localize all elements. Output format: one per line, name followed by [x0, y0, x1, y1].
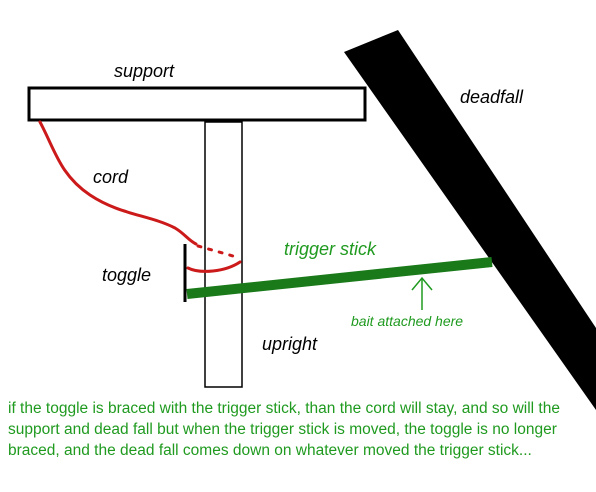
- trigger-stick: [186, 257, 493, 299]
- label-cord: cord: [93, 167, 129, 187]
- label-upright: upright: [262, 334, 318, 354]
- deadfall-log: [344, 30, 596, 410]
- upright-post: [204, 121, 243, 388]
- cord-dotted: [196, 244, 242, 260]
- label-toggle: toggle: [102, 265, 151, 285]
- label-deadfall: deadfall: [460, 87, 524, 107]
- label-bait: bait attached here: [351, 313, 463, 329]
- explanation-caption: if the toggle is braced with the trigger…: [8, 400, 560, 459]
- support-beam: [27, 86, 367, 122]
- cord-line: [38, 120, 198, 246]
- label-trigger-stick: trigger stick: [284, 239, 377, 259]
- cord-loop: [186, 260, 242, 273]
- bait-arrow-head: [411, 276, 433, 291]
- label-support: support: [114, 61, 175, 81]
